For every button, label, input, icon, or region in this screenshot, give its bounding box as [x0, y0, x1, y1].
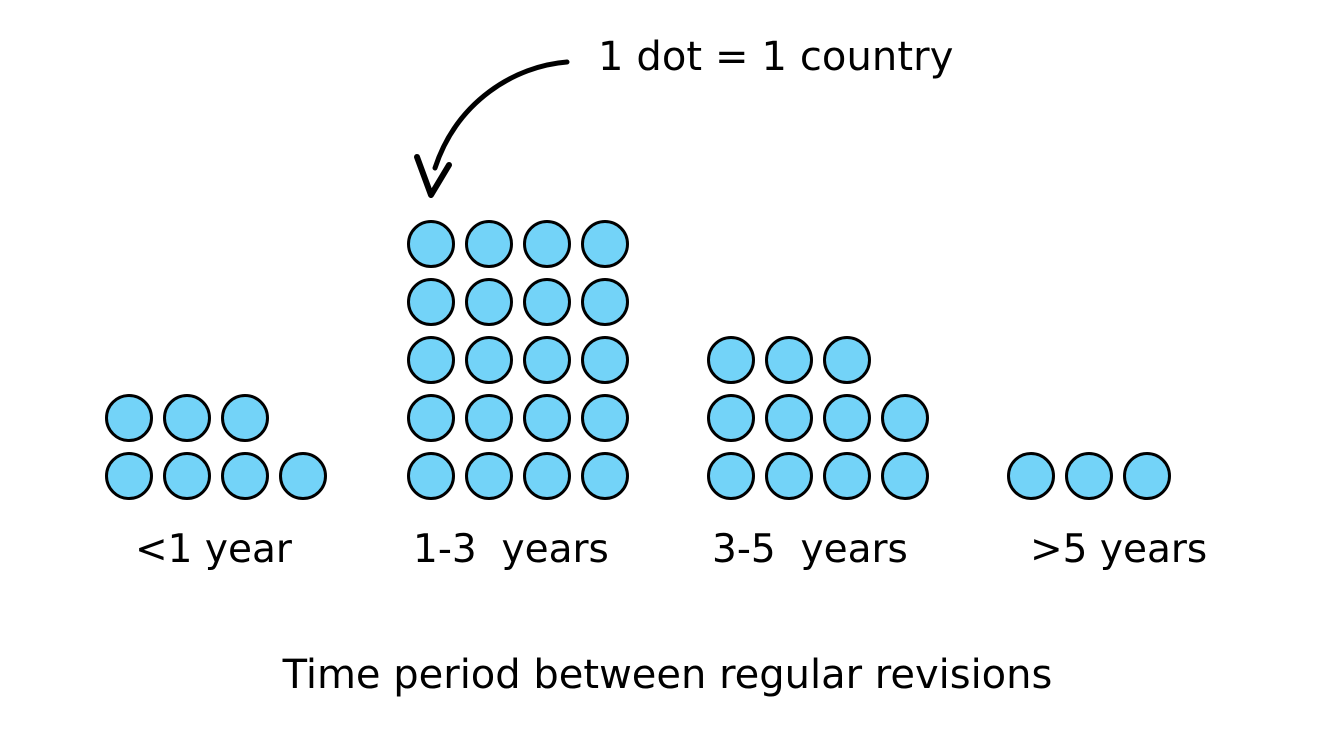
dot-row	[407, 447, 639, 505]
dot-marker	[465, 452, 513, 500]
dot-row	[707, 447, 939, 505]
dot-marker	[1123, 452, 1171, 500]
dot-marker	[881, 394, 929, 442]
dot-marker	[523, 278, 571, 326]
dot-marker	[823, 394, 871, 442]
dot-row	[707, 389, 939, 447]
dot-marker	[707, 452, 755, 500]
dot-row	[407, 389, 639, 447]
dot-marker	[881, 452, 929, 500]
dot-marker	[523, 336, 571, 384]
curved-down-left-arrow-icon	[414, 59, 570, 198]
dot-marker	[823, 452, 871, 500]
dot-marker	[407, 394, 455, 442]
category-label-1: 1-3 years	[413, 527, 609, 572]
figure-caption: Time period between regular revisions	[282, 652, 1053, 698]
dot-marker	[465, 278, 513, 326]
dot-marker	[1065, 452, 1113, 500]
dot-marker	[707, 394, 755, 442]
dot-marker	[407, 336, 455, 384]
dot-groups-container	[0, 195, 1335, 505]
dot-row	[407, 215, 639, 273]
dot-marker	[163, 452, 211, 500]
dot-marker	[1007, 452, 1055, 500]
dot-marker	[163, 394, 211, 442]
dot-marker	[707, 336, 755, 384]
dot-marker	[279, 452, 327, 500]
dot-marker	[765, 394, 813, 442]
dot-marker	[465, 336, 513, 384]
dot-marker	[581, 278, 629, 326]
dot-marker	[105, 452, 153, 500]
dot-marker	[523, 452, 571, 500]
dot-marker	[765, 336, 813, 384]
dot-row	[105, 389, 337, 447]
dot-marker	[465, 220, 513, 268]
dot-marker	[465, 394, 513, 442]
dot-marker	[407, 220, 455, 268]
dot-marker	[221, 452, 269, 500]
dot-marker	[407, 278, 455, 326]
dot-marker	[823, 336, 871, 384]
dot-marker	[581, 336, 629, 384]
category-label-2: 3-5 years	[712, 527, 908, 572]
annotation-label: 1 dot = 1 country	[598, 34, 954, 80]
dot-marker	[581, 394, 629, 442]
dot-marker	[221, 394, 269, 442]
category-label-0: <1 year	[135, 527, 292, 572]
dot-marker	[581, 220, 629, 268]
dot-group-3	[1007, 447, 1181, 505]
dot-row	[1007, 447, 1181, 505]
dot-marker	[523, 220, 571, 268]
dot-group-0	[105, 389, 337, 505]
dot-group-1	[407, 215, 639, 505]
dot-marker	[523, 394, 571, 442]
dot-row	[407, 273, 639, 331]
dot-marker	[407, 452, 455, 500]
dot-marker	[105, 394, 153, 442]
dot-marker	[581, 452, 629, 500]
category-label-3: >5 years	[1030, 527, 1208, 572]
dot-row	[707, 331, 939, 389]
dot-row	[407, 331, 639, 389]
dot-row	[105, 447, 337, 505]
dot-group-2	[707, 331, 939, 505]
dot-marker	[765, 452, 813, 500]
